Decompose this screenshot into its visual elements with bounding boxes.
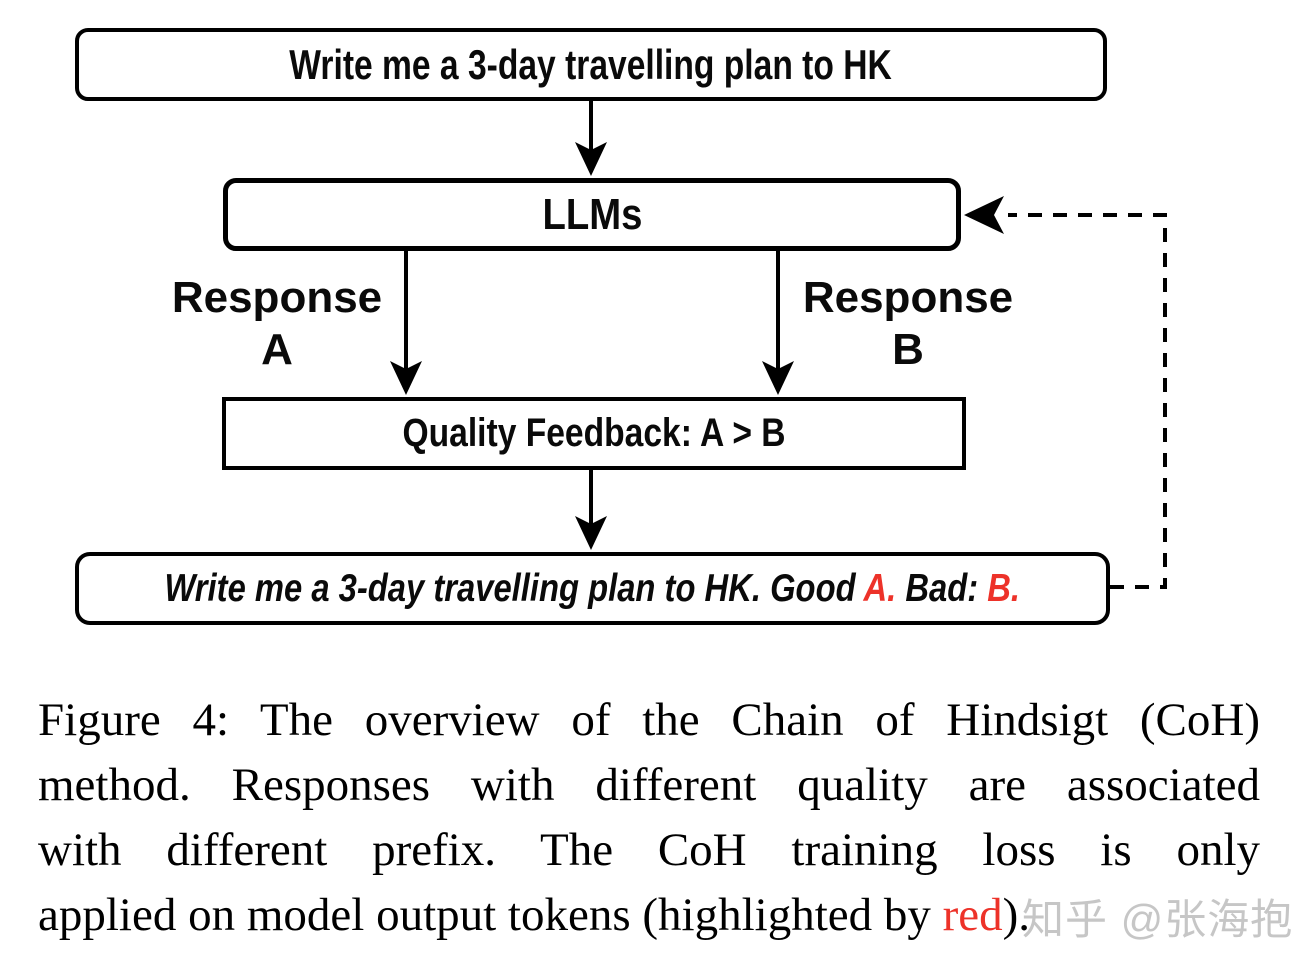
arrow-response-a bbox=[390, 251, 422, 395]
response-b-label: Response B bbox=[791, 272, 1025, 376]
caption-line-1: Figure 4: The overview of the Chain of H… bbox=[38, 694, 1260, 746]
caption-line-4-pre: applied on model output tokens (highligh… bbox=[38, 889, 943, 941]
caption-line-3: with different prefix. The CoH training … bbox=[38, 824, 1260, 876]
hindsight-prompt-mid: Bad: bbox=[896, 566, 988, 610]
quality-feedback-label: Quality Feedback: A > B bbox=[402, 411, 786, 455]
prompt-box-label: Write me a 3-day travelling plan to HK bbox=[289, 40, 893, 88]
response-a-letter: A bbox=[261, 325, 293, 374]
hindsight-prompt-pre: Write me a 3-day travelling plan to HK. … bbox=[164, 566, 864, 610]
hindsight-good-token: A. bbox=[863, 566, 897, 610]
llms-box: LLMs bbox=[223, 178, 961, 251]
arrow-response-b bbox=[762, 251, 794, 395]
quality-feedback-box: Quality Feedback: A > B bbox=[222, 397, 966, 470]
figure-caption: Figure 4: The overview of the Chain of H… bbox=[38, 688, 1260, 948]
caption-line-2: method. Responses with different quality… bbox=[38, 759, 1260, 811]
caption-line-4-post: ). bbox=[1002, 889, 1031, 941]
watermark-text: 知乎 @张海抱 bbox=[1022, 896, 1294, 943]
response-b-letter: B bbox=[892, 325, 924, 374]
arrow-feedback-to-prompt bbox=[575, 470, 607, 550]
response-a-label: Response A bbox=[160, 272, 394, 376]
caption-red-word: red bbox=[942, 889, 1003, 941]
response-b-word: Response bbox=[802, 273, 1014, 322]
caption-line-4: applied on model output tokens (highligh… bbox=[38, 883, 1260, 948]
hindsight-prompt-box: Write me a 3-day travelling plan to HK. … bbox=[75, 552, 1110, 625]
response-a-word: Response bbox=[171, 273, 383, 322]
hindsight-bad-token: B. bbox=[987, 566, 1021, 610]
llms-box-label: LLMs bbox=[542, 189, 642, 239]
prompt-box: Write me a 3-day travelling plan to HK bbox=[75, 28, 1107, 101]
hindsight-prompt-text: Write me a 3-day travelling plan to HK. … bbox=[165, 567, 1021, 611]
arrow-prompt-to-llms bbox=[575, 101, 607, 176]
dashed-loop-arrow bbox=[964, 196, 1167, 589]
